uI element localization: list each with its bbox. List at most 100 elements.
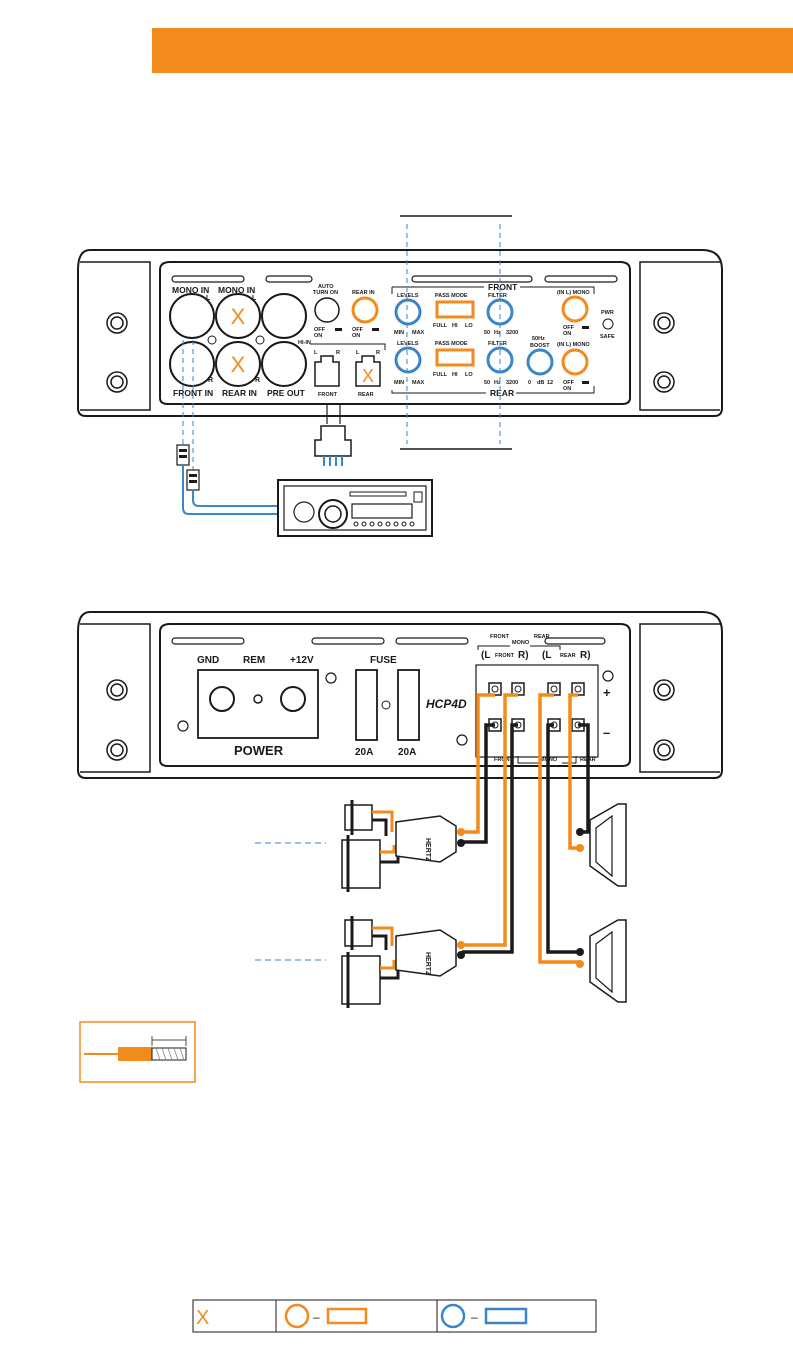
legend: X – – (192, 1299, 597, 1333)
label-hi-rear: REAR (358, 392, 374, 398)
legend-x-icon: X (196, 1307, 209, 1329)
pass-mode-front-switch[interactable] (435, 300, 475, 319)
rca-pre-out-l[interactable] (261, 293, 307, 339)
safe-label: SAFE (600, 334, 615, 340)
hz-label: Hz (494, 330, 501, 336)
label-rear-in: REAR IN (222, 388, 257, 398)
max-label: MAX (412, 330, 425, 336)
front-chassis (77, 249, 723, 417)
front-inner-panel (159, 261, 631, 405)
head-unit (277, 479, 433, 537)
hz-3200-label: 3200 (506, 380, 518, 386)
fuse-1[interactable] (355, 669, 378, 741)
label-l: L (206, 295, 211, 302)
hi-in-rear-connector[interactable] (355, 355, 381, 387)
rca-rear-in-r[interactable] (215, 341, 261, 387)
label-r: R (255, 377, 260, 384)
legend-orange-knob-icon (284, 1303, 310, 1329)
pass-mode-label: PASS MODE (435, 341, 468, 347)
db-0-label: 0 (528, 380, 531, 386)
model-label: HCP4D (426, 697, 467, 711)
filter-front-knob[interactable] (486, 298, 514, 326)
label-rem: REM (243, 655, 265, 666)
pwr-led (602, 318, 614, 330)
in-l-mono-rear-switch[interactable] (561, 348, 589, 376)
pass-mode-label: PASS MODE (435, 293, 468, 299)
screw-icon (106, 679, 675, 761)
x-mark: X (231, 352, 246, 377)
hi-label: HI (452, 323, 458, 329)
levels-label: LEVELS (397, 341, 419, 347)
boost-freq-label: 50Hz (532, 336, 545, 342)
r-label: R (336, 350, 340, 356)
on-label: ON (563, 386, 571, 392)
rear-panel: GND REM +12V POWER FUSE 20A 20A HCP4D FR… (77, 611, 723, 779)
minus-label: – (603, 725, 610, 740)
dash-1-label: – (313, 1310, 320, 1324)
hi-in-front-connector[interactable] (314, 355, 340, 387)
in-l-mono-front-switch[interactable] (561, 295, 589, 323)
filter-label: FILTER (488, 293, 507, 299)
label-turn-on: TURN ON (313, 290, 338, 296)
l-label: (L (542, 650, 551, 661)
label-gnd: GND (197, 655, 219, 666)
front-panel: X X MONO IN MONO IN L L R R FRONT IN REA… (77, 249, 723, 417)
12v-terminal[interactable] (280, 686, 306, 712)
hz-50-label: 50 (484, 330, 490, 336)
rear-in-switch[interactable] (351, 296, 379, 324)
label-rear: REAR (490, 388, 514, 398)
auto-turn-on-switch[interactable] (314, 297, 340, 323)
rca-mono-in-l-b[interactable] (215, 293, 261, 339)
legend-blue-knob-icon (440, 1303, 466, 1329)
rca-front-in-r[interactable] (169, 341, 215, 387)
rca-pre-out-r[interactable] (261, 341, 307, 387)
label-hi-front: FRONT (318, 392, 338, 398)
lo-label: LO (465, 372, 473, 378)
label-r: R (208, 377, 213, 384)
wire-strip-detail (79, 1021, 196, 1083)
speaker-terminal-block (475, 664, 599, 758)
label-power: POWER (234, 743, 284, 758)
label-l: L (252, 295, 257, 302)
fuse-2[interactable] (397, 669, 420, 741)
l-label: (L (481, 650, 490, 661)
r-label: R) (518, 650, 529, 661)
off-label: OFF (352, 327, 364, 333)
screw-icon (106, 312, 675, 393)
label-mono-in: MONO IN (218, 285, 255, 295)
x-mark: X (362, 366, 374, 386)
label-fuse: FUSE (370, 655, 397, 666)
rem-terminal[interactable] (253, 694, 263, 704)
levels-front-knob[interactable] (394, 298, 422, 326)
max-label: MAX (412, 380, 425, 386)
levels-rear-knob[interactable] (394, 346, 422, 374)
off-label: OFF (314, 327, 326, 333)
on-label: ON (563, 331, 571, 337)
brand-label: HERTZ (424, 838, 431, 862)
label-hi-in: HI-IN (298, 340, 311, 346)
hz-label: Hz (494, 380, 501, 386)
header-bar (152, 28, 793, 73)
filter-label: FILTER (488, 341, 507, 347)
in-l-mono-label: (IN L) MONO (557, 290, 590, 296)
fuse-1-label: 20A (355, 747, 373, 758)
hi-label: HI (452, 372, 458, 378)
hi-in-plug (314, 404, 352, 466)
pass-mode-rear-switch[interactable] (435, 348, 475, 367)
hz-3200-label: 3200 (506, 330, 518, 336)
rear-woofer-2 (576, 919, 627, 1003)
crossover-1 (395, 815, 457, 863)
rear-chassis (77, 611, 723, 779)
x-mark: X (231, 304, 246, 329)
label-mono-in: MONO IN (172, 285, 209, 295)
boost-knob[interactable] (526, 348, 554, 376)
crossover-2 (395, 929, 457, 977)
rca-mono-in-l-a[interactable] (169, 293, 215, 339)
on-label: ON (314, 333, 322, 339)
mono-top-label: MONO (512, 640, 530, 646)
label-auto: AUTO (318, 284, 334, 290)
pwr-label: PWR (601, 310, 614, 316)
gnd-terminal[interactable] (209, 686, 235, 712)
min-label: MIN (394, 330, 404, 336)
